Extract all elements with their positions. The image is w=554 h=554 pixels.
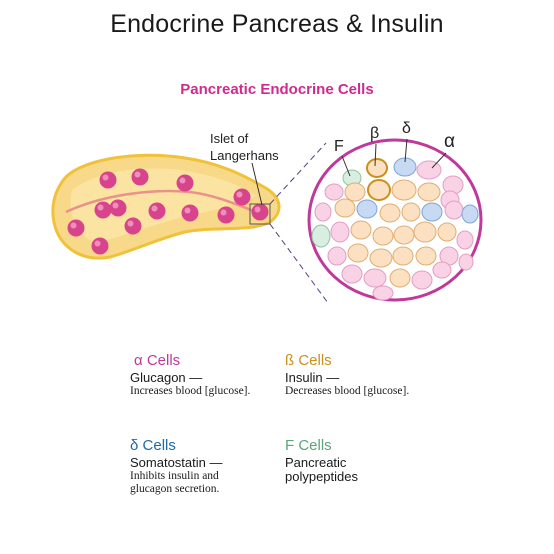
beta-cell [413, 221, 437, 243]
alpha-cell [330, 221, 350, 243]
beta-cell [415, 246, 437, 266]
alpha-cell [314, 202, 332, 222]
islet-dot [148, 202, 166, 220]
alpha-cell [458, 253, 474, 271]
beta-cell [417, 182, 441, 202]
alpha-cell [324, 183, 344, 201]
diagram-subtitle: Pancreatic Endocrine Cells [180, 81, 374, 98]
legend-delta-heading: δ Cells [130, 437, 176, 454]
alpha-cell [444, 200, 464, 220]
legend-beta-desc: Decreases blood [glucose]. [285, 385, 410, 397]
islet-dot [251, 203, 269, 221]
legend-beta-heading: ß Cells [285, 352, 332, 369]
beta-cell [369, 248, 393, 268]
legend-beta-hormone: Insulin — [285, 370, 340, 385]
pointer-alpha [431, 152, 447, 169]
beta-cell [347, 243, 369, 263]
islet-highlight-box [249, 203, 271, 225]
islet-dot [131, 168, 149, 186]
alpha-cell [411, 270, 433, 290]
islet-dot [181, 204, 199, 222]
beta-cell [350, 220, 372, 240]
legend-alpha: α Cells Glucagon — Increases blood [gluc… [130, 352, 290, 398]
beta-cell [367, 179, 391, 201]
islet-dot [176, 174, 194, 192]
beta-cell [372, 226, 394, 246]
cell-label-alpha: α [444, 131, 455, 152]
cell-label-f: F [334, 138, 344, 155]
pointer-delta [404, 138, 408, 163]
alpha-cell [372, 285, 394, 301]
alpha-cell [341, 264, 363, 284]
alpha-cell [456, 230, 474, 250]
cell-label-beta: β [370, 125, 379, 142]
legend-delta-hormone: Somatostatin — [130, 455, 223, 470]
beta-cell [437, 222, 457, 242]
islet-dot [91, 237, 109, 255]
pancreas-islets [67, 168, 269, 255]
legend-alpha-desc: Increases blood [glucose]. [130, 385, 251, 397]
legend-alpha-heading: α Cells [134, 352, 181, 369]
zoom-line-bottom [269, 223, 329, 304]
delta-cell [421, 202, 443, 222]
legend-alpha-hormone: Glucagon — [130, 370, 203, 385]
islet-dot [99, 171, 117, 189]
islet-dot [94, 201, 112, 219]
alpha-cell [432, 261, 452, 279]
beta-cell [366, 158, 388, 178]
legend-delta-desc-line2: glucagon secretion. [130, 483, 220, 495]
islet-label-line2: Langerhans [210, 148, 279, 163]
islet-cells [311, 157, 479, 301]
cell-label-delta: δ [402, 120, 411, 137]
beta-cell [392, 246, 414, 266]
pancreatic-duct [65, 189, 257, 214]
beta-cell [379, 203, 401, 223]
islet-enlarged [307, 138, 483, 302]
alpha-cell [327, 246, 347, 266]
alpha-cell [416, 160, 442, 180]
islet-dot [217, 206, 235, 224]
f-cell [311, 224, 331, 248]
zoom-line-top [269, 142, 327, 205]
legend-delta: δ Cells Somatostatin — Inhibits insulin … [130, 437, 290, 496]
beta-cell [391, 179, 417, 201]
islet-label-line1: Islet of [210, 131, 249, 146]
islet-dot [67, 219, 85, 237]
pointer-beta [374, 143, 377, 167]
delta-cell [461, 204, 479, 224]
legend-f-hormone-line2: polypeptides [285, 469, 358, 484]
islet-dot [124, 217, 142, 235]
legend-beta: ß Cells Insulin — Decreases blood [gluco… [285, 352, 445, 398]
alpha-cell [363, 268, 387, 288]
legend-f: F Cells Pancreatic polypeptides [285, 437, 445, 484]
legend-f-hormone-line1: Pancreatic [285, 455, 347, 470]
beta-cell [401, 202, 421, 222]
islet-dot [233, 188, 251, 206]
pointer-f [341, 155, 351, 177]
beta-cell [389, 268, 411, 288]
beta-cell [393, 225, 415, 245]
legend-delta-desc-line1: Inhibits insulin and [130, 470, 219, 482]
beta-cell [344, 182, 366, 202]
pancreas-illustration [51, 153, 281, 260]
beta-cell [334, 198, 356, 218]
delta-cell [356, 199, 378, 219]
islet-label-pointer [251, 162, 263, 206]
legend-f-heading: F Cells [285, 437, 332, 454]
page-title: Endocrine Pancreas & Insulin [110, 10, 444, 38]
islet-dot [109, 199, 127, 217]
